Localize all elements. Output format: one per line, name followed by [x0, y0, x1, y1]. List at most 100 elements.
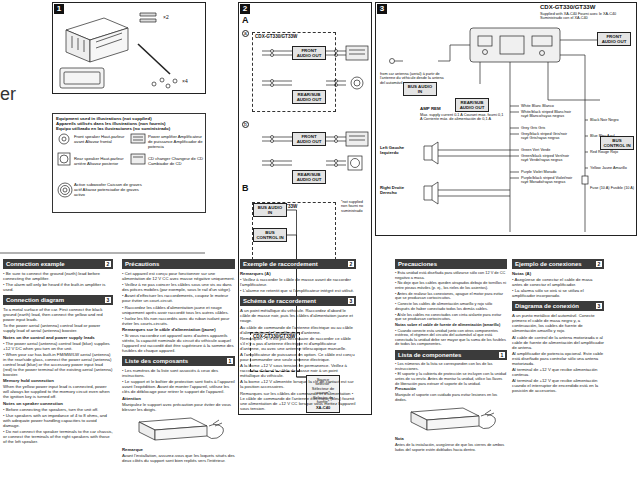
quantity: ×2 — [163, 15, 169, 21]
equipment-heading: Equipo utilizado en las ilustraciones (n… — [56, 126, 202, 131]
section-heading: Précautions — [125, 261, 159, 268]
text-column: Ejemplo de conexiones 2Notas (A)• Asegúre… — [512, 256, 604, 394]
body-text: Al cable de control de la antena motoriz… — [512, 335, 604, 350]
section-letter: B — [242, 183, 249, 193]
equipment-name: Front speaker Haut-parleur avant Altavoz… — [74, 135, 128, 145]
note-heading: Attention — [122, 396, 235, 401]
equipment-heading: Equipment used in illustrations (not sup… — [56, 116, 202, 121]
rod — [138, 44, 170, 74]
model-name: CDX-GT330/GT33W — [540, 4, 595, 11]
body-text: To the power aerial (antenna) control le… — [3, 323, 113, 333]
body-text: • Si vous raccordez cet appareil avec d'… — [122, 333, 235, 353]
body-text: • Cet appareil est conçu pour fonctionne… — [122, 271, 235, 281]
note-heading: Memory hold connection — [3, 378, 113, 383]
text-column: Exemple de raccordement2Remarques (A)• V… — [240, 256, 356, 412]
wire-color: Black Noir Negro — [590, 118, 636, 122]
divider-line — [0, 253, 205, 254]
section-header-band: Lista de componentes1 — [395, 350, 507, 360]
body-text: To a metal surface of the car. First con… — [3, 307, 113, 322]
current-note: Max. supply current 0.1 A Courant max. f… — [420, 113, 504, 122]
body-text: • Use speakers with an impedance of 4 to… — [3, 413, 113, 428]
installation-illustration — [129, 414, 229, 444]
wire-color: Green/black striped Vert/noir rayé Verde… — [521, 154, 575, 163]
note-heading: Remarques sur le câble d'alimentation (j… — [122, 327, 235, 332]
section-number: 3 — [348, 298, 354, 304]
body-text: • Esta unidad está diseñada para utiliza… — [395, 271, 507, 280]
body-text: Remarques • Il n'est pas nécessaire de r… — [240, 336, 356, 351]
section-number: 3 — [105, 297, 111, 303]
body-text: • Avant d'effectuer les raccordements, c… — [122, 293, 235, 303]
note-heading: Notes on the control and power supply le… — [3, 335, 113, 340]
section-header-band: Connection diagram3 — [3, 295, 113, 305]
section-number: 2 — [596, 261, 602, 267]
note-heading: Nota — [395, 437, 507, 442]
body-text: À l'amplificateur de puissance en option… — [240, 352, 356, 362]
body-text: • Before connecting the speakers, turn t… — [3, 407, 113, 412]
sub-callout: b — [242, 121, 249, 128]
body-text: • Be sure to connect the ground (earth) … — [3, 271, 113, 281]
body-text: • Antes de realizar las conexiones, apag… — [395, 292, 507, 301]
wire-color: Grey Gris Gris — [521, 126, 575, 130]
mounting-sleeve — [66, 18, 128, 62]
section-header-band: Exemple de raccordement2 — [240, 259, 356, 269]
wire-color: Blue Bleu Azul — [590, 134, 636, 138]
equipment-name: CD changer Changeur de CD Cambiador de C… — [148, 157, 204, 167]
connector-box: REAR/SUB AUDIO OUT — [292, 90, 326, 104]
connector-box: BUS CONTROL IN — [253, 228, 287, 242]
equipment-icons — [58, 134, 145, 197]
connector-box: BUS CONTROL IN — [600, 136, 634, 150]
body-text: • L'alarme ne retentit que si l'amplific… — [240, 288, 356, 293]
signal-name: AMP REM — [420, 106, 441, 111]
note-heading: Notes on speaker connection — [3, 401, 113, 406]
text-column: Precauciones • Esta unidad está diseñada … — [395, 256, 507, 454]
wire-color: White/black striped Blanc/noir rayé Blan… — [521, 110, 575, 119]
wire-color: Grey/black striped Gris/noir rayé Gris/r… — [521, 132, 575, 141]
connector-name: REAR/SUB AUDIO OUT — [458, 100, 487, 110]
connector-name: REAR/SUB AUDIO OUT — [295, 92, 324, 102]
release-keys — [140, 13, 156, 22]
equipment-heading: Appareils utilisés dans les illustration… — [56, 121, 202, 126]
body-text: Al amplificador de potencia opcional. Es… — [512, 351, 604, 366]
supplied-note: Supplied with XA-C40 Fourni avec le XA-C… — [540, 12, 635, 21]
body-text: • Isolez les fils non raccordés avec du … — [122, 316, 235, 326]
body-text: • Veillez à raccorder le câble de masse … — [240, 277, 356, 287]
body-text: • Los números de la lista se corresponde… — [395, 362, 507, 371]
section-heading: Exemple de raccordement — [243, 261, 318, 268]
body-text: When the yellow power input lead is conn… — [3, 384, 113, 399]
body-text: À la borne +12 V alimentée lorsque la cl… — [240, 379, 356, 389]
section-header-band: Précautions — [122, 259, 235, 269]
section-number: 2 — [105, 261, 111, 267]
unit-box: CDX-GT330/GT33WFRONT AUDIO OUTREAR/SUB A… — [252, 32, 336, 112]
body-text: • No deje que los cables queden atrapado… — [395, 281, 507, 290]
section-header-band: Ejemplo de conexiones 2 — [512, 259, 604, 269]
body-text: • El soporte y la cubierta de protección… — [395, 372, 507, 386]
section-heading: Schéma de raccordement — [243, 298, 316, 305]
connector-box: BUS AUDIO IN — [253, 203, 287, 217]
panel-number: 1 — [54, 4, 64, 14]
equipment-name: Rear speaker Haut-parleur arrière Altavo… — [74, 157, 128, 167]
body-text: Antes de la instalación, asegúrese de qu… — [395, 443, 507, 452]
section-heading: Precauciones — [398, 261, 437, 268]
body-text: À un point métallique du véhicule. Racco… — [240, 308, 356, 323]
connector-box: BUS AUDIO IN — [403, 82, 437, 96]
section-header-band: Liste des composants1 — [122, 356, 235, 366]
cropped-word: er — [0, 84, 16, 105]
quantity: ×4 — [182, 79, 188, 85]
wire-color: Yellow Jaune Amarillo — [590, 166, 636, 170]
body-text: Manipulez le support avec précaution pou… — [122, 402, 235, 412]
connector-name: FRONT AUDIO OUT — [295, 48, 324, 58]
connector-name: BUS CONTROL IN — [256, 230, 285, 240]
wire-color: White Blanc Blanco — [521, 104, 575, 108]
body-text: • Do not connect the speaker terminals t… — [3, 429, 113, 444]
note-heading: Notas (A) — [512, 271, 604, 276]
front-panel-case — [60, 68, 104, 88]
speaker-side: Left Gauche Izquierdo — [380, 146, 418, 156]
speaker-side: Right Droite Derecho — [380, 186, 418, 196]
body-text: A un punto metálico del automóvil. Conec… — [512, 313, 604, 333]
body-text: Remarques sur les câbles de commande et … — [240, 391, 356, 411]
section-heading: Ejemplo de conexiones — [515, 261, 582, 268]
body-text: • Asegúrese de conectar el cable de masa… — [512, 277, 604, 287]
body-text: • Veillez à ne pas coincer les câbles so… — [122, 282, 235, 292]
connector-box: FRONT AUDIO OUT — [292, 46, 326, 60]
